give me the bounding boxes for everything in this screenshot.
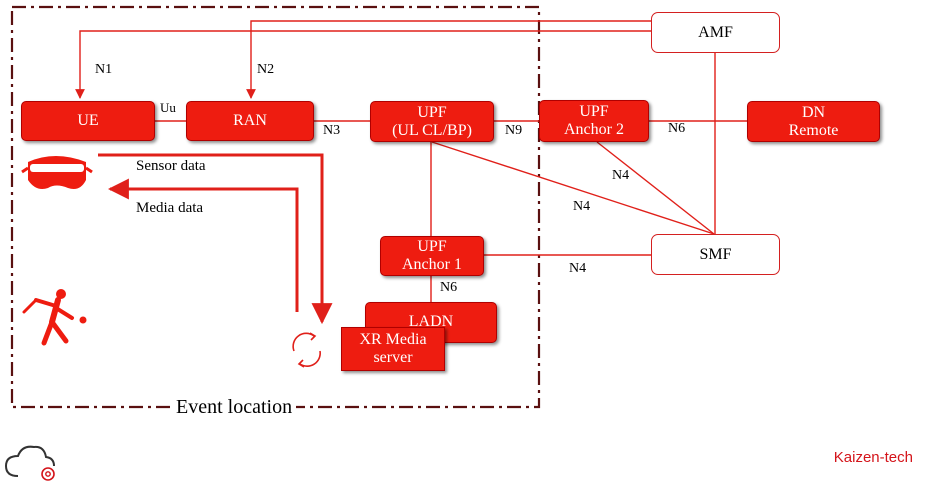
ue-node: UE [21, 101, 155, 141]
n4-ulcl-label: N4 [573, 199, 591, 214]
sync-arrows-icon [292, 332, 321, 368]
xr-media-server-node: XR Media server [341, 327, 445, 371]
xr-line1: XR Media [359, 331, 427, 348]
n6-ladn-label: N6 [440, 280, 458, 295]
upf-anchor1-line1: UPF [417, 238, 447, 255]
n9-label: N9 [505, 123, 523, 138]
amf-label: AMF [698, 23, 733, 41]
n2-link [246, 20, 651, 99]
cloud-gear-logo-icon [4, 445, 55, 481]
n6-remote-label: N6 [668, 121, 686, 136]
smf-label: SMF [699, 245, 732, 263]
upf-ulcl-line1: UPF [417, 103, 447, 121]
amf-node: AMF [651, 12, 780, 53]
upf-anchor2-line2: Anchor 2 [564, 121, 624, 138]
ran-node: RAN [186, 101, 314, 141]
sensor-data-label: Sensor data [136, 158, 206, 174]
n4-anchor1-label: N4 [569, 261, 587, 276]
upf-anchor2-line1: UPF [579, 103, 609, 120]
smf-node: SMF [651, 234, 780, 275]
upf-anchor2-node: UPF Anchor 2 [539, 100, 649, 142]
event-location-frame [10, 5, 541, 409]
upf-ulcl-line2: (UL CL/BP) [392, 121, 472, 139]
upf-anchor1-node: UPF Anchor 1 [380, 236, 484, 276]
n4-anchor2-label: N4 [612, 168, 630, 183]
upf-ulcl-node: UPF (UL CL/BP) [370, 101, 494, 142]
ue-label: UE [77, 112, 99, 129]
uu-label: Uu [160, 100, 176, 115]
n3-label: N3 [323, 123, 341, 138]
cricket-player-icon [22, 289, 87, 346]
media-data-label: Media data [136, 200, 204, 216]
upf-anchor1-line2: Anchor 1 [402, 256, 462, 273]
ran-label: RAN [233, 112, 267, 129]
ladn-label: LADN [408, 313, 454, 330]
xr-line2: server [373, 349, 413, 366]
media-data-arrow [107, 178, 299, 312]
dn-line2: Remote [788, 121, 839, 139]
dn-remote-node: DN Remote [747, 101, 880, 142]
sensor-data-arrow [98, 153, 333, 325]
brand-label: Kaizen-tech [833, 449, 913, 466]
n1-label: N1 [95, 62, 113, 77]
vr-headset-icon [21, 156, 93, 189]
event-location-label: Event location [172, 396, 297, 419]
n4-ulcl-link [431, 141, 715, 235]
dn-line1: DN [801, 103, 826, 121]
n1-link [75, 30, 651, 99]
n4-anchor2-link [596, 141, 715, 235]
n2-label: N2 [257, 62, 275, 77]
